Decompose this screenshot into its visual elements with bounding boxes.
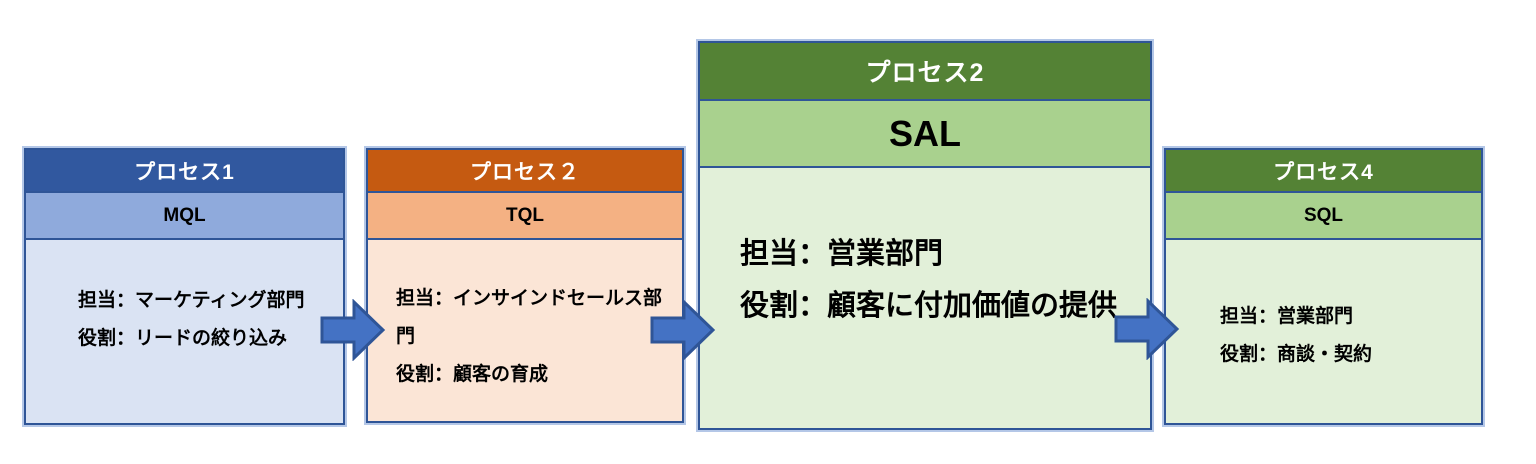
process-2-role-line: 役割：顧客の育成	[396, 364, 549, 385]
process-4-owner-line: 担当：営業部門	[1220, 306, 1354, 327]
process-3-description: 担当：営業部門 役割：顧客に付加価値の提供	[700, 168, 1150, 428]
process-box-1: プロセス1 MQL 担当：マーケティング部門 役割：リードの絞り込み	[24, 148, 345, 425]
process-4-description: 担当：営業部門 役割：商談・契約	[1166, 240, 1481, 423]
process-4-stage-label: SQL	[1166, 193, 1481, 240]
process-3-owner-line: 担当：営業部門	[740, 238, 944, 270]
process-2-stage-label: TQL	[368, 193, 682, 240]
process-4-role-line: 役割：商談・契約	[1220, 344, 1373, 365]
flow-arrow-2-icon	[650, 299, 716, 361]
flow-arrow-3-icon	[1114, 298, 1180, 360]
process-1-owner-line: 担当：マーケティング部門	[78, 290, 305, 311]
process-box-2: プロセス２ TQL 担当：インサインドセールス部門 役割：顧客の育成	[366, 148, 684, 423]
process-2-owner-line: 担当：インサインドセールス部門	[396, 288, 663, 347]
process-2-title: プロセス２	[368, 150, 682, 193]
process-3-title: プロセス2	[700, 43, 1150, 101]
process-1-role-line: 役割：リードの絞り込み	[78, 328, 288, 349]
process-1-description: 担当：マーケティング部門 役割：リードの絞り込み	[26, 240, 343, 423]
process-4-title: プロセス4	[1166, 150, 1481, 193]
process-3-role-line: 役割：顧客に付加価値の提供	[740, 290, 1118, 323]
process-1-title: プロセス1	[26, 150, 343, 193]
process-box-3: プロセス2 SAL 担当：営業部門 役割：顧客に付加価値の提供	[698, 41, 1152, 430]
flow-arrow-1-icon	[320, 299, 386, 361]
process-2-description: 担当：インサインドセールス部門 役割：顧客の育成	[368, 240, 682, 421]
process-box-4: プロセス4 SQL 担当：営業部門 役割：商談・契約	[1164, 148, 1483, 425]
process-1-stage-label: MQL	[26, 193, 343, 240]
process-3-stage-label: SAL	[700, 101, 1150, 168]
